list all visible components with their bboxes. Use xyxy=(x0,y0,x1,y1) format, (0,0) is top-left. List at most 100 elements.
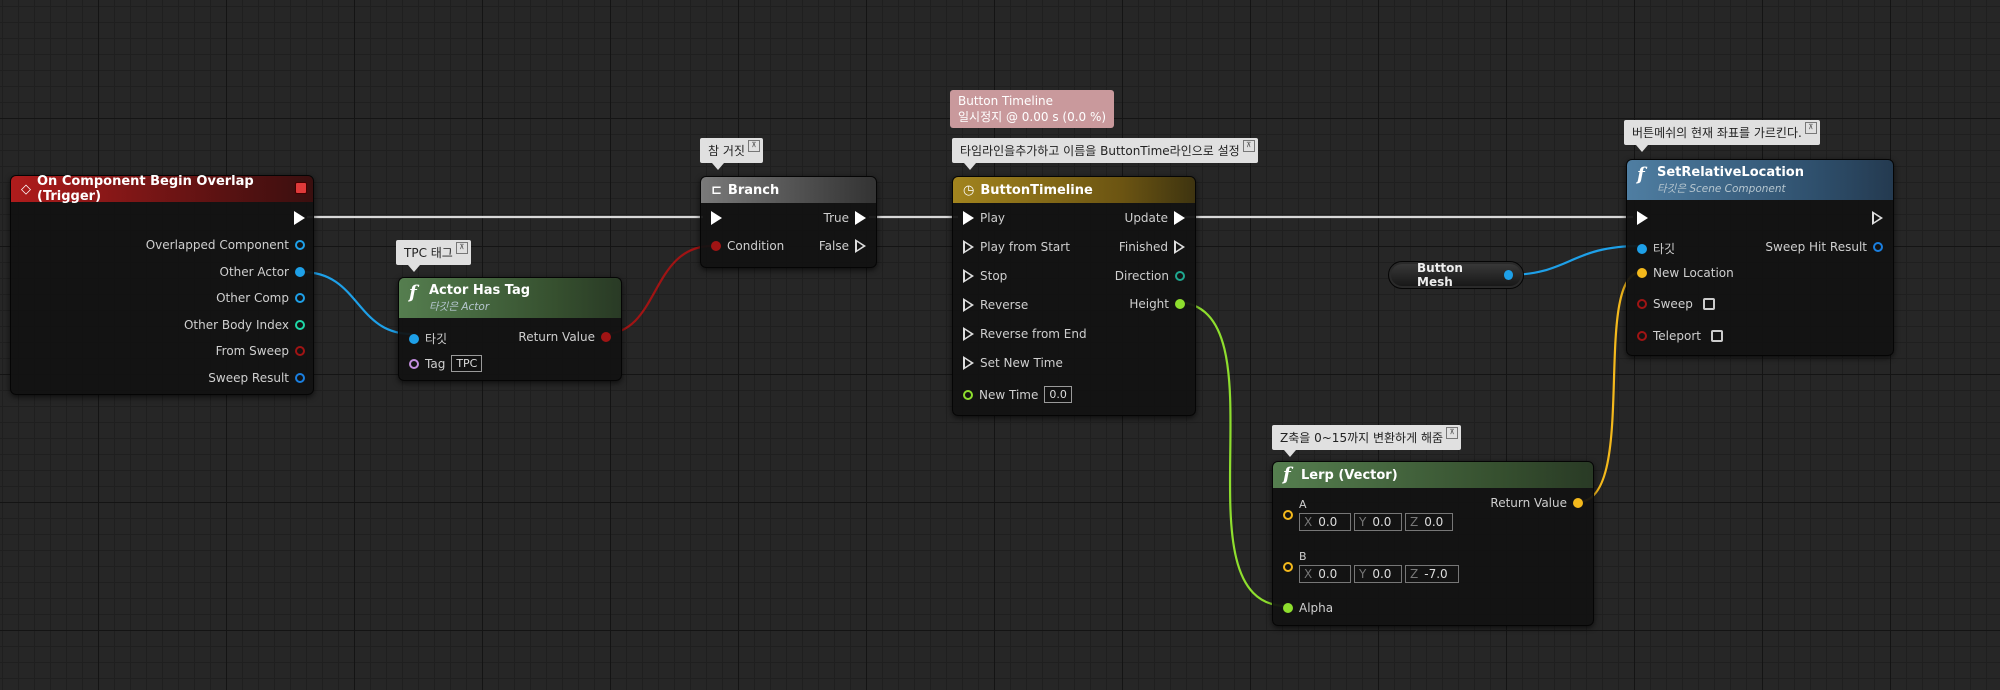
timeline-header[interactable]: ◷ ButtonTimeline xyxy=(953,177,1195,203)
vector-pin-icon xyxy=(1283,510,1293,520)
branch-header[interactable]: ⊏ Branch xyxy=(701,177,876,203)
other-comp-pin[interactable]: Other Comp xyxy=(216,291,305,305)
comment-pin-icon[interactable]: ⊼ xyxy=(455,242,468,254)
sweep-result-pin[interactable]: Sweep Result xyxy=(208,371,305,385)
actor-has-tag-title: Actor Has Tag xyxy=(429,282,531,298)
branch-comment-text: 참 거짓 xyxy=(708,144,745,158)
pin-label: From Sweep xyxy=(215,344,289,358)
branch-false-pin[interactable]: False xyxy=(819,239,866,253)
button-mesh-variable-node[interactable]: Button Mesh xyxy=(1388,261,1524,289)
object-pin-icon xyxy=(295,267,305,277)
bool-pin-icon xyxy=(1637,331,1647,341)
pin-label: Other Actor xyxy=(219,265,289,279)
pin-label: Other Body Index xyxy=(183,318,289,332)
timeline-comment-bubble[interactable]: 타임라인을추가하고 이름을 ButtonTime라인으로 설정 ⊼ xyxy=(952,138,1258,170)
overlapped-component-pin[interactable]: Overlapped Component xyxy=(146,238,305,252)
timeline-play-from-start-pin[interactable]: Play from Start xyxy=(963,240,1070,254)
overlap-event-node[interactable]: ◇ On Component Begin Overlap (Trigger) O… xyxy=(10,174,314,395)
timeline-finished-pin[interactable]: Finished xyxy=(1119,240,1185,254)
actor-has-tag-header[interactable]: f Actor Has Tag 타깃은 Actor xyxy=(399,278,621,318)
comment-pin-icon[interactable]: ⊼ xyxy=(1242,140,1255,152)
new-time-field[interactable]: 0.0 xyxy=(1044,386,1072,403)
setloc-comment-text: 버튼메쉬의 현재 좌표를 가르킨다. xyxy=(1632,126,1802,140)
timeline-reverse-from-end-pin[interactable]: Reverse from End xyxy=(963,327,1087,341)
exec-in-icon xyxy=(963,211,974,225)
other-body-index-pin[interactable]: Other Body Index xyxy=(184,318,305,332)
function-icon: f xyxy=(1283,464,1291,485)
timeline-stop-pin[interactable]: Stop xyxy=(963,269,1007,283)
lerp-b-z-field[interactable]: Z-7.0 xyxy=(1405,565,1459,583)
branch-node[interactable]: ⊏ Branch Condition True False xyxy=(700,176,877,268)
setloc-teleport-pin[interactable]: Teleport xyxy=(1637,329,1723,343)
exec-out-pin[interactable] xyxy=(294,211,305,225)
bool-pin-icon xyxy=(711,241,721,251)
has-tag-target-pin[interactable]: 타깃 xyxy=(409,330,447,347)
setloc-sweep-hit-pin[interactable]: Sweep Hit Result xyxy=(1765,240,1883,254)
pin-label: New Time xyxy=(979,387,1039,402)
set-relative-location-node[interactable]: f SetRelativeLocation 타깃은 Scene Componen… xyxy=(1626,159,1894,356)
struct-pin-icon xyxy=(1873,242,1883,252)
pin-label: Height xyxy=(1129,297,1169,311)
actor-has-tag-node[interactable]: f Actor Has Tag 타깃은 Actor 타깃 Tag TPC Ret… xyxy=(398,277,622,381)
setloc-subtitle: 타깃은 Scene Component xyxy=(1657,182,1786,195)
setloc-comment-bubble[interactable]: 버튼메쉬의 현재 좌표를 가르킨다. ⊼ xyxy=(1624,120,1820,152)
float-pin-icon xyxy=(1283,603,1293,613)
overlap-event-header[interactable]: ◇ On Component Begin Overlap (Trigger) xyxy=(11,174,313,204)
timeline-set-new-time-pin[interactable]: Set New Time xyxy=(963,356,1063,370)
setloc-new-location-pin[interactable]: New Location xyxy=(1637,266,1734,280)
branch-comment-bubble[interactable]: 참 거짓 ⊼ xyxy=(700,138,763,170)
comment-pin-icon[interactable]: ⊼ xyxy=(1804,122,1817,134)
sweep-checkbox[interactable] xyxy=(1702,298,1715,310)
lerp-return-pin[interactable]: Return Value xyxy=(1490,496,1583,510)
has-tag-return-pin[interactable]: Return Value xyxy=(518,330,611,344)
timeline-height-pin[interactable]: Height xyxy=(1129,297,1185,311)
exec-out-icon xyxy=(855,239,866,253)
branch-exec-in-pin[interactable] xyxy=(711,211,722,225)
branch-condition-pin[interactable]: Condition xyxy=(711,239,784,253)
lerp-comment-bubble[interactable]: Z축을 0~15까지 변환하게 해줌 ⊼ xyxy=(1272,425,1462,457)
other-actor-pin[interactable]: Other Actor xyxy=(220,265,305,279)
object-pin-icon[interactable] xyxy=(1503,270,1513,280)
float-wire-height xyxy=(1174,300,1288,608)
pin-label: 타깃 xyxy=(425,332,448,346)
pin-label: Update xyxy=(1124,211,1168,225)
comment-pin-icon[interactable]: ⊼ xyxy=(747,140,760,152)
setloc-target-pin[interactable]: 타깃 xyxy=(1637,240,1675,257)
lerp-alpha-pin[interactable]: Alpha xyxy=(1283,601,1333,615)
button-mesh-label: Button Mesh xyxy=(1417,261,1463,289)
setloc-exec-in-pin[interactable] xyxy=(1637,211,1648,225)
exec-in-icon xyxy=(963,356,974,370)
timeline-reverse-pin[interactable]: Reverse xyxy=(963,298,1028,312)
tag-comment-bubble[interactable]: TPC 태그 ⊼ xyxy=(396,240,471,272)
name-pin-icon xyxy=(409,358,419,369)
timeline-play-pin[interactable]: Play xyxy=(963,211,1005,225)
timeline-direction-pin[interactable]: Direction xyxy=(1115,269,1185,283)
lerp-header[interactable]: f Lerp (Vector) xyxy=(1273,462,1593,488)
object-wire-actor xyxy=(301,270,413,336)
timeline-new-time-pin[interactable]: New Time 0.0 xyxy=(963,386,1072,403)
from-sweep-pin[interactable]: From Sweep xyxy=(216,344,305,358)
tag-value-field[interactable]: TPC xyxy=(451,355,483,372)
object-pin-icon xyxy=(1637,243,1647,254)
setloc-exec-out-pin[interactable] xyxy=(1872,211,1883,225)
exec-out-icon xyxy=(1174,211,1185,225)
teleport-checkbox[interactable] xyxy=(1711,330,1723,342)
timeline-update-pin[interactable]: Update xyxy=(1125,211,1185,225)
pin-label: Finished xyxy=(1118,240,1168,254)
setloc-title: SetRelativeLocation xyxy=(1657,164,1804,180)
setloc-header[interactable]: f SetRelativeLocation 타깃은 Scene Componen… xyxy=(1627,160,1893,200)
has-tag-tag-pin[interactable]: Tag TPC xyxy=(409,355,483,372)
setloc-sweep-pin[interactable]: Sweep xyxy=(1637,297,1715,311)
branch-true-pin[interactable]: True xyxy=(824,211,866,225)
timeline-node[interactable]: ◷ ButtonTimeline Play Play from Start St… xyxy=(952,176,1196,416)
comment-pin-icon[interactable]: ⊼ xyxy=(1446,427,1459,439)
